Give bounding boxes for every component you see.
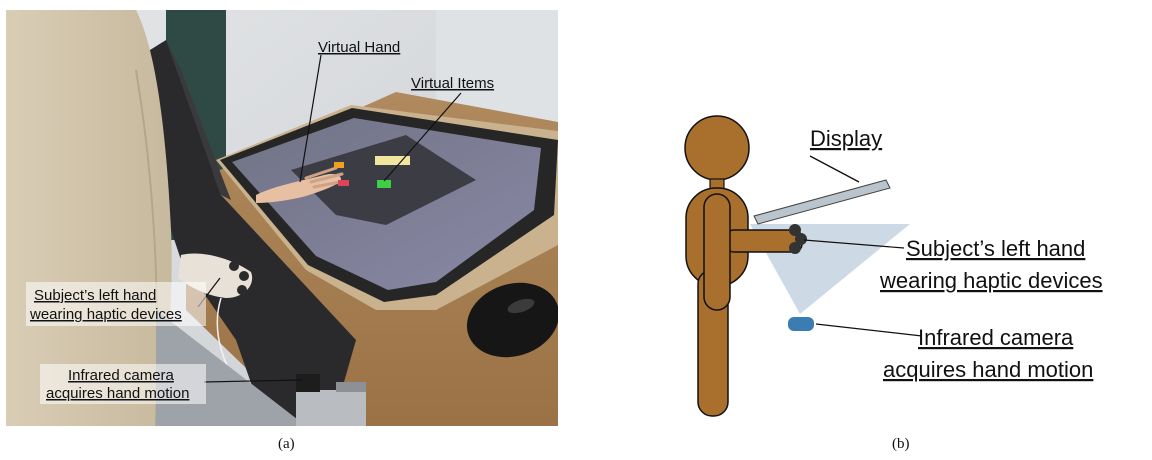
virtual-items-label: Virtual Items — [411, 75, 494, 92]
camera-pointer-b — [816, 324, 922, 336]
schematic-panel-b: Display Subject’s left hand wearing hapt… — [660, 100, 1152, 425]
person-head — [685, 116, 749, 180]
left-hand-label-line1: Subject’s left hand — [34, 287, 156, 304]
photo-panel-a: Virtual Hand Virtual Items Subject’s lef… — [6, 10, 558, 426]
camera-label-line2: acquires hand motion — [46, 385, 189, 402]
hand-label-line2: wearing haptic devices — [879, 268, 1103, 293]
caption-a: (a) — [278, 436, 295, 453]
virtual-hand-label: Virtual Hand — [318, 39, 400, 56]
virtual-item-green — [377, 180, 391, 188]
left-hand-label-line2: wearing haptic devices — [29, 306, 182, 323]
camera-label-line1-b: Infrared camera — [918, 325, 1074, 350]
virtual-item-red — [338, 180, 349, 186]
person-arm-side — [704, 194, 730, 310]
virtual-item-orange — [334, 162, 344, 168]
camera-label-line1: Infrared camera — [68, 367, 175, 384]
hand-label-line1: Subject’s left hand — [906, 236, 1085, 261]
caption-b: (b) — [892, 436, 910, 453]
subject-person — [6, 10, 172, 426]
camera-label-line2-b: acquires hand motion — [883, 357, 1093, 382]
display-label: Display — [810, 126, 882, 151]
display-pointer — [810, 156, 859, 182]
display-panel — [754, 180, 890, 224]
infrared-camera — [788, 317, 814, 331]
